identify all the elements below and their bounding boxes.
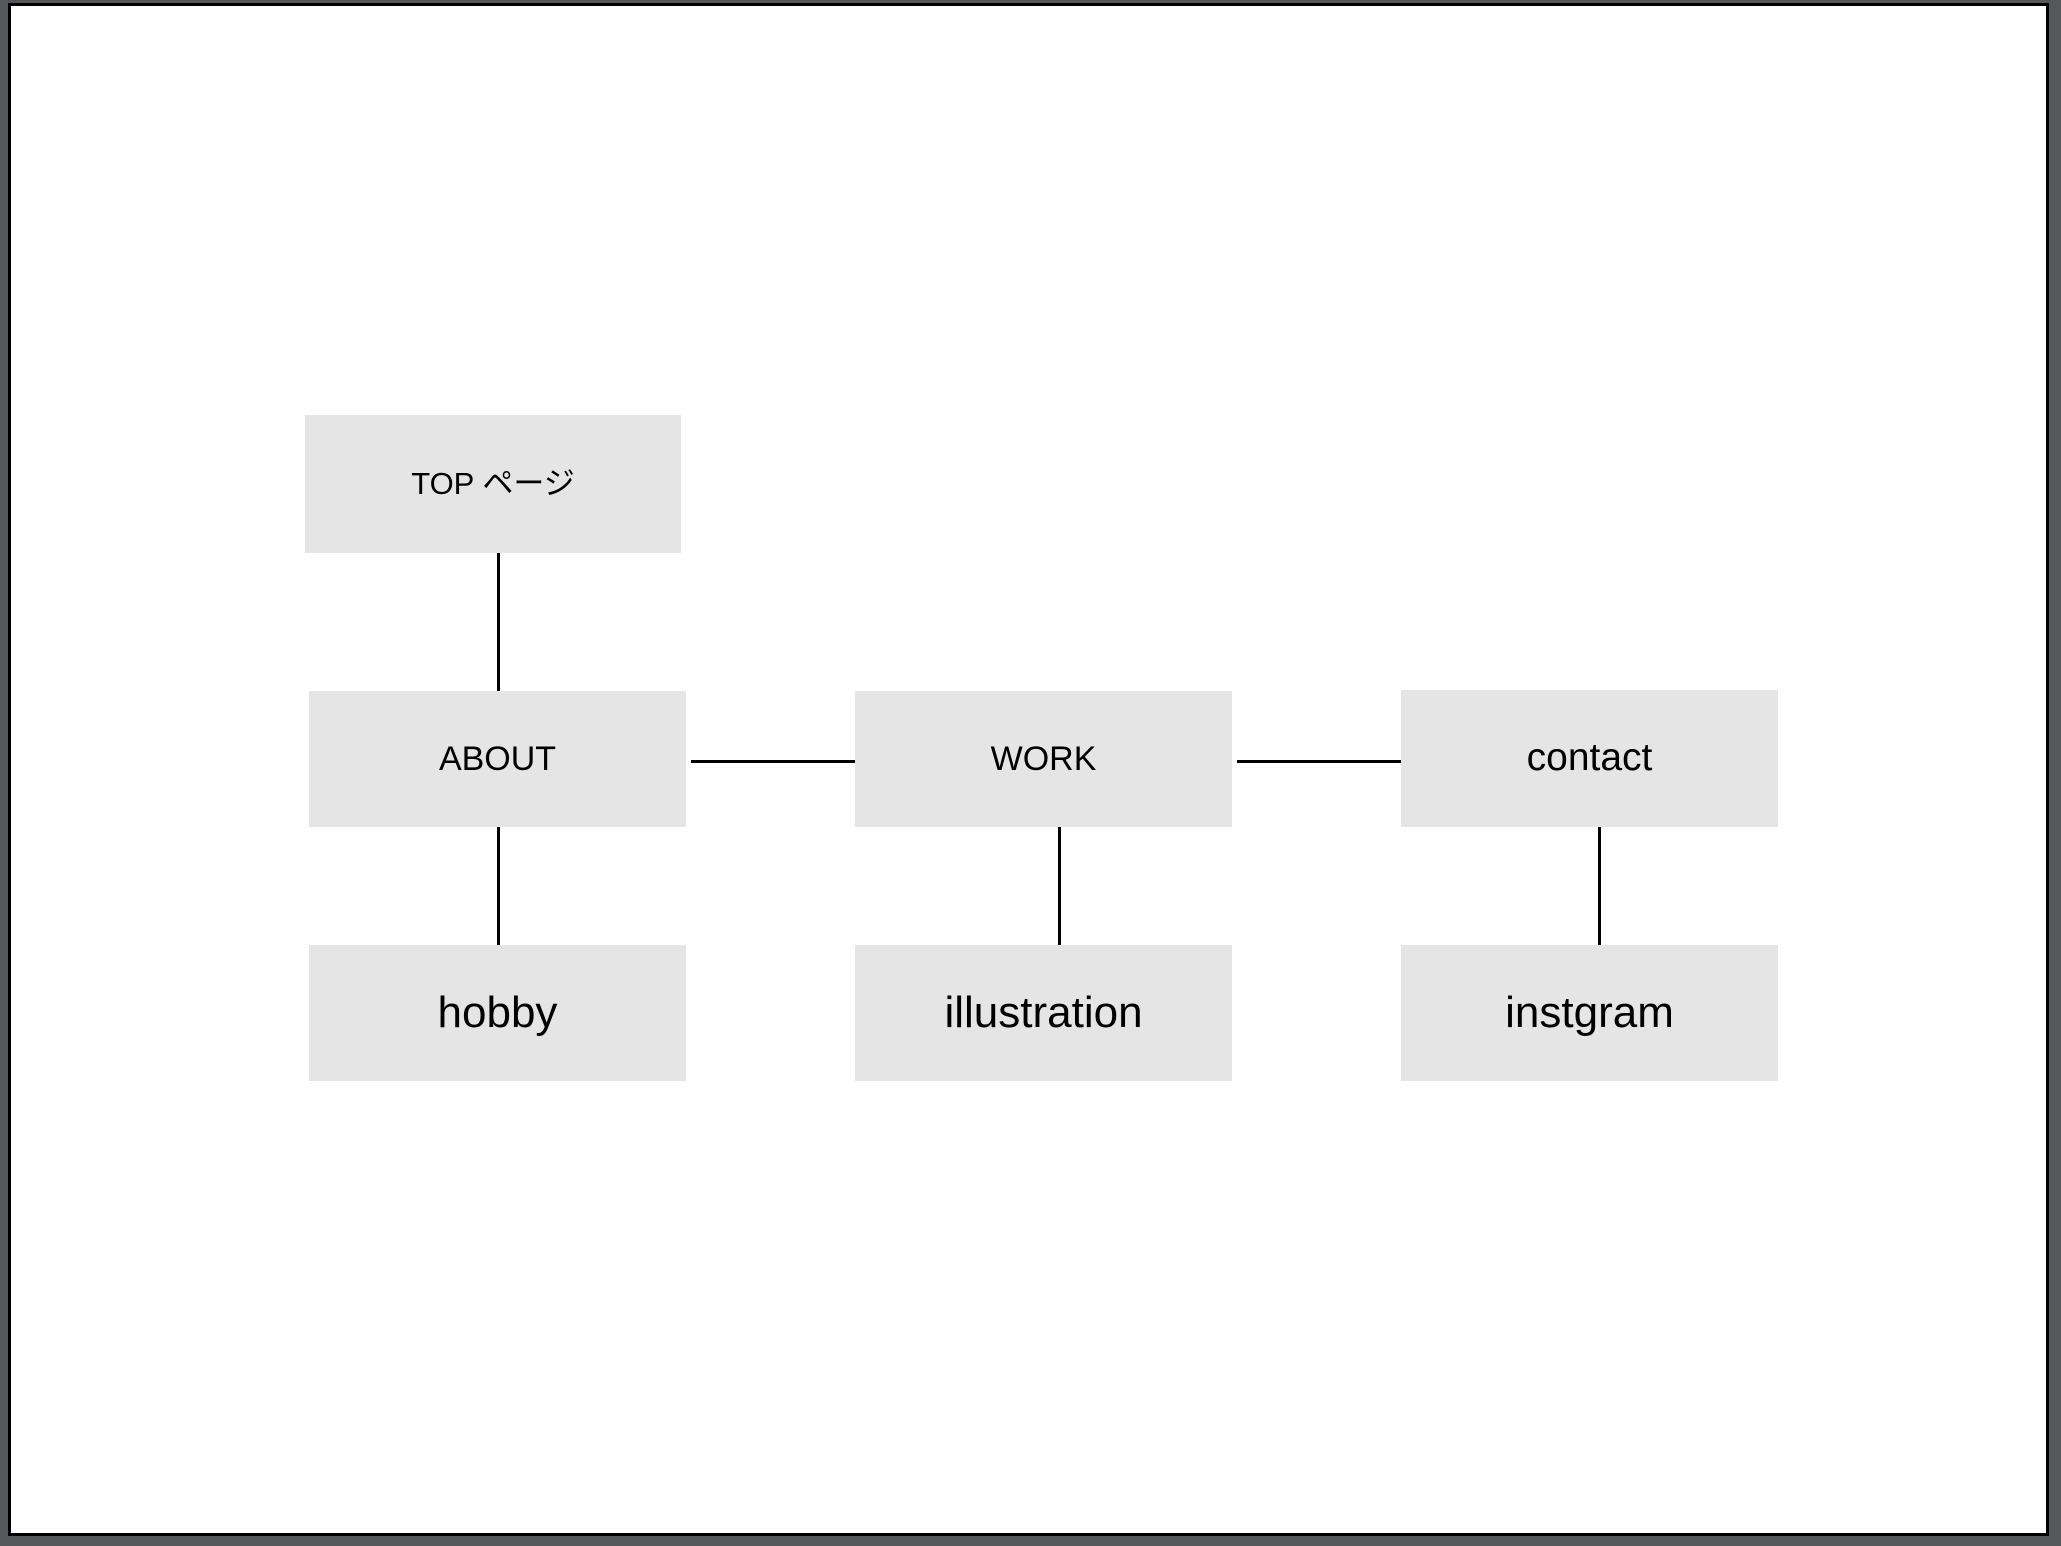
node-instgram[interactable]: instgram [1401, 945, 1778, 1081]
connector-about-to-hobby [497, 827, 500, 951]
node-hobby-label: hobby [437, 987, 558, 1037]
node-work-label: WORK [990, 739, 1097, 778]
node-contact[interactable]: contact [1401, 690, 1778, 827]
connector-contact-to-instgram [1598, 827, 1601, 951]
node-work[interactable]: WORK [855, 691, 1232, 827]
connector-about-to-work [691, 760, 866, 763]
page-canvas: TOP ページ ABOUT WORK contact hobby illustr… [8, 3, 2049, 1536]
sitemap-diagram: TOP ページ ABOUT WORK contact hobby illustr… [11, 6, 2046, 1533]
node-about-label: ABOUT [438, 739, 557, 778]
node-top-page-label: TOP ページ [411, 466, 575, 502]
node-about[interactable]: ABOUT [309, 691, 686, 827]
connector-top-to-about [497, 553, 500, 697]
node-top-page[interactable]: TOP ページ [305, 415, 681, 553]
node-instgram-label: instgram [1505, 987, 1674, 1037]
connector-work-to-illustration [1058, 827, 1061, 951]
node-illustration[interactable]: illustration [855, 945, 1232, 1081]
node-hobby[interactable]: hobby [309, 945, 686, 1081]
node-contact-label: contact [1526, 736, 1653, 780]
node-illustration-label: illustration [944, 987, 1143, 1037]
connector-work-to-contact [1237, 760, 1412, 763]
